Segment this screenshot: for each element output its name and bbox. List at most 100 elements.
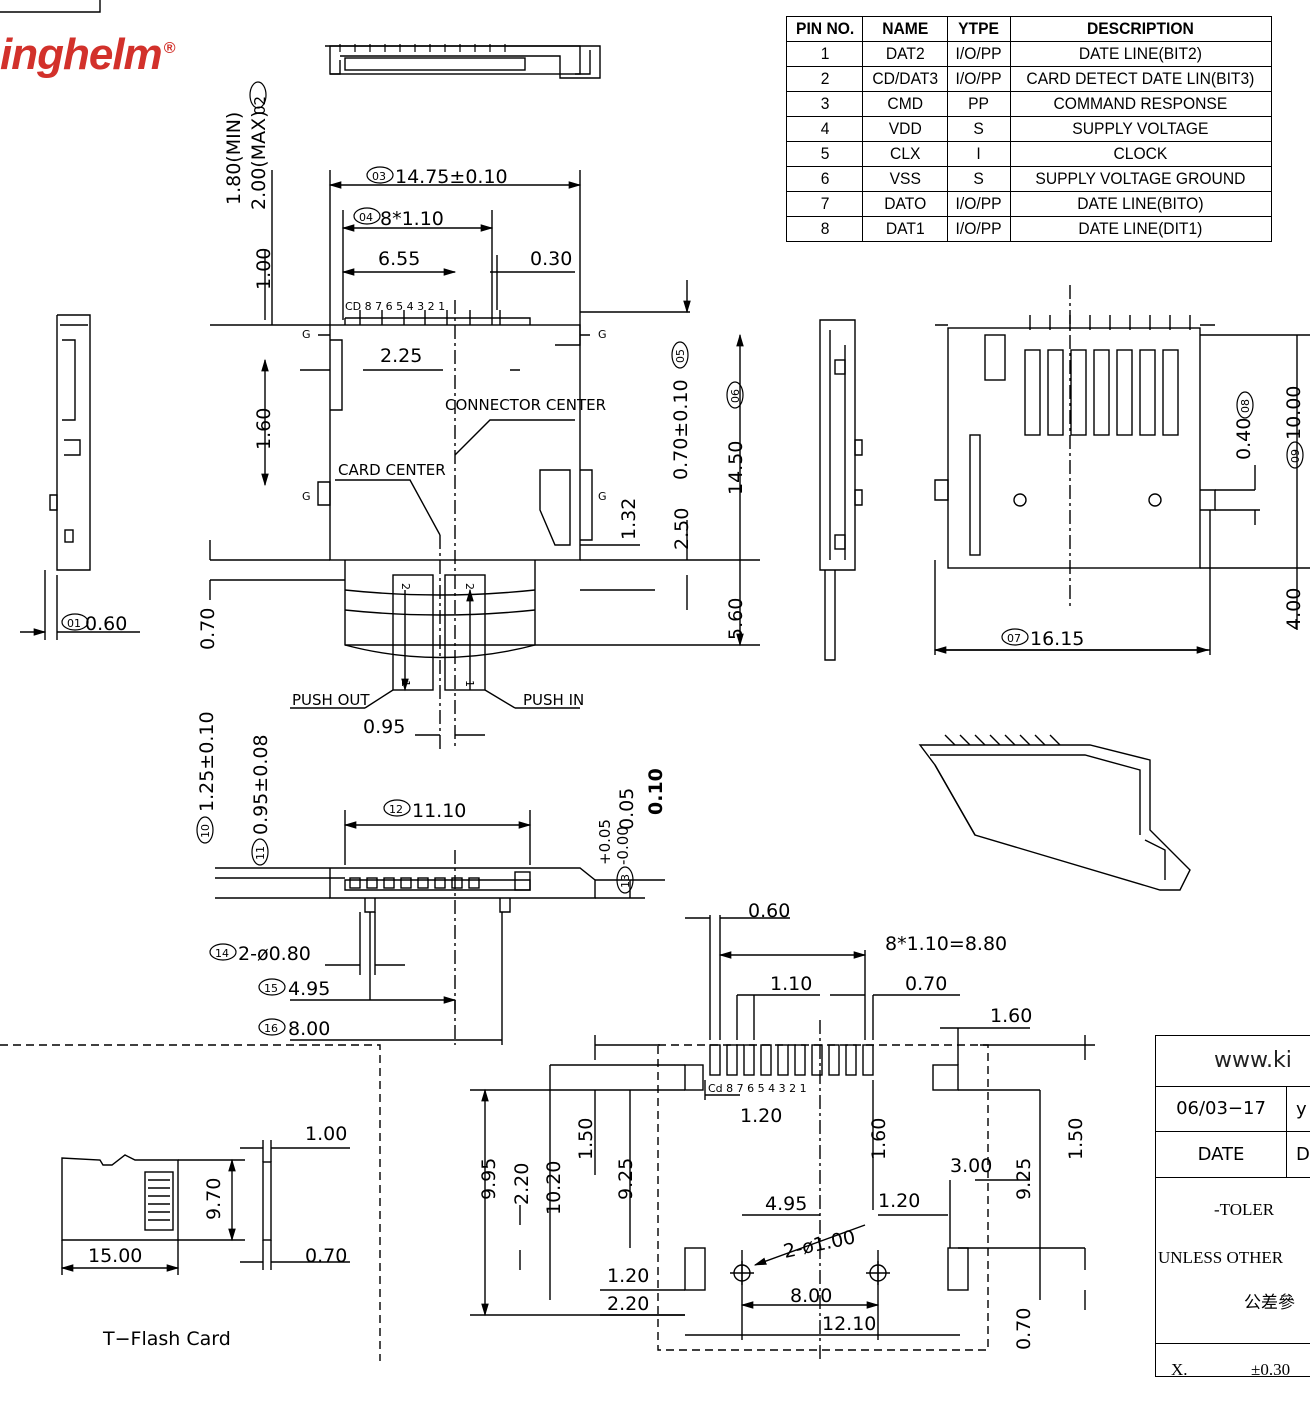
- vertical-dimension-labels: 1.80(MIN) 2.00(MAX) 02 1.00 1.60 0.70 0.…: [196, 96, 1305, 1350]
- dim-label: 8.00: [790, 1285, 832, 1307]
- dim-label: 0.30: [530, 248, 572, 270]
- circle-label: 06: [729, 389, 742, 403]
- bottom-view: [933, 285, 1310, 655]
- dim-label: 0.10: [645, 768, 667, 815]
- dim-label: 2-ø0.80: [238, 943, 311, 965]
- pin-cell: DAT1: [865, 216, 945, 242]
- dim-label: 1.25±0.10: [196, 711, 218, 812]
- pin-cell: I: [949, 141, 1009, 167]
- dim-label: 4.95: [288, 978, 330, 1000]
- dim-label: 0.60: [85, 613, 127, 635]
- circle-label: 10: [199, 824, 212, 838]
- main-dimension-lines: [209, 170, 760, 736]
- pin-table-header-cell: YTPE: [949, 16, 1009, 42]
- right-side-view: [819, 319, 863, 661]
- ground-marker: G: [302, 328, 311, 341]
- circle-label: 04: [359, 211, 373, 224]
- dim-label: 1.50: [1065, 1118, 1087, 1160]
- dim-label: 9.25: [615, 1158, 637, 1200]
- dim-label: 2.00(MAX): [248, 110, 270, 210]
- pin-cell: 8: [789, 216, 861, 242]
- pin-cell: I/O/PP: [949, 66, 1009, 92]
- dim-label: 14.75±0.10: [395, 166, 508, 188]
- dim-label: 1.32: [618, 498, 640, 540]
- main-connector-view: [290, 300, 593, 750]
- dim-label: 9.25: [1013, 1158, 1035, 1200]
- left-side-view: [20, 314, 140, 640]
- tflash-card-view: [0, 1044, 381, 1361]
- circle-label: 07: [1007, 632, 1021, 645]
- dim-label: 9.95: [478, 1158, 500, 1200]
- slot-number: 2: [399, 583, 412, 590]
- pin-cell: CMD: [865, 91, 945, 117]
- date-value-b: y: [1296, 1099, 1307, 1120]
- circle-label: 12: [389, 803, 403, 816]
- dim-label: 14.50: [725, 441, 747, 495]
- dim-label: 1.80(MIN): [223, 112, 245, 205]
- tolerance-line: 公差參: [1244, 1293, 1295, 1312]
- dim-label: 2.20: [511, 1163, 533, 1205]
- circle-label: 16: [264, 1022, 278, 1035]
- tolerance-notes: -TOLER UNLESS OTHER 公差參: [1156, 1178, 1310, 1344]
- dim-label: 1.20: [607, 1265, 649, 1287]
- circle-label: 13: [619, 874, 632, 888]
- dim-label: 0.70: [905, 973, 947, 995]
- pin-cell: DATO: [865, 191, 945, 217]
- pin-cell: VDD: [865, 116, 945, 142]
- dim-label: 4.00: [1283, 588, 1305, 630]
- dim-label: 0.95±0.08: [250, 734, 272, 835]
- ground-marker: G: [598, 490, 607, 503]
- reference-circle-numbers: 03 04 01 07 12 14 15 16 05 06 08 09 10 1…: [67, 170, 1302, 1035]
- dim-label: 0.60: [748, 900, 790, 922]
- pin-cell: CLX: [865, 141, 945, 167]
- slot-number: 1: [399, 680, 412, 687]
- circle-label: 14: [215, 947, 229, 960]
- tolerance-x-label: X.: [1171, 1360, 1188, 1379]
- card-center-label: CARD CENTER: [338, 461, 446, 479]
- tolerance-x-row: X. ±0.30: [1156, 1344, 1310, 1404]
- ground-marker: G: [302, 490, 311, 503]
- circle-label: 03: [372, 170, 386, 183]
- date-label: DATE: [1156, 1132, 1287, 1177]
- dim-label: 8*1.10: [380, 208, 444, 230]
- connector-center-label: CONNECTOR CENTER: [445, 396, 606, 414]
- dim-label: 0.70±0.10: [670, 379, 692, 480]
- push-in-label: PUSH IN: [523, 691, 584, 709]
- pin-cell: SUPPLY VOLTAGE GROUND: [1020, 166, 1262, 192]
- dimension-labels: 14.75±0.10 8*1.10 6.55 0.30 2.25 0.95 11…: [85, 166, 1084, 1335]
- pin-numbers: CD 8 7 6 5 4 3 2 1: [345, 300, 445, 313]
- title-block-date-label-row: DATE D: [1156, 1132, 1310, 1178]
- circle-label: 02: [251, 96, 269, 115]
- dim-label: -0.00: [614, 826, 632, 865]
- dim-label: 0.05: [616, 788, 638, 830]
- pin-table-header-cell: DESCRIPTION: [1020, 16, 1262, 42]
- slot-number: 1: [463, 680, 476, 687]
- circle-label: 09: [1289, 449, 1302, 463]
- pin-cell: 7: [789, 191, 861, 217]
- pin-table-header-cell: PIN NO.: [789, 16, 861, 42]
- dim-label: 6.55: [378, 248, 420, 270]
- pin-cell: 3: [789, 91, 861, 117]
- pin-cell: CD/DAT3: [865, 66, 945, 92]
- pin-cell: 1: [789, 41, 861, 67]
- pin-cell: 6: [789, 166, 861, 192]
- company-logo: inghelm®: [0, 30, 175, 79]
- reference-circles: [61, 81, 1304, 1036]
- dim-label: 16.15: [1030, 628, 1084, 650]
- dim-label: 1.00: [253, 248, 275, 290]
- pin-cell: DATE LINE(DIT1): [1020, 216, 1262, 242]
- pin-table-header: PIN NO. NAME YTPE DESCRIPTION: [787, 16, 1272, 42]
- circle-label: 11: [254, 846, 267, 860]
- dim-label: 1.60: [868, 1118, 890, 1160]
- dim-label: 10.00: [1283, 386, 1305, 440]
- dim-label: 3.00: [950, 1155, 992, 1177]
- tolerance-line: -TOLER: [1214, 1200, 1275, 1219]
- dim-label: 0.70: [305, 1245, 347, 1267]
- dim-label: 1.00: [305, 1123, 347, 1145]
- circle-label: 01: [67, 617, 81, 630]
- circle-label: 15: [264, 982, 278, 995]
